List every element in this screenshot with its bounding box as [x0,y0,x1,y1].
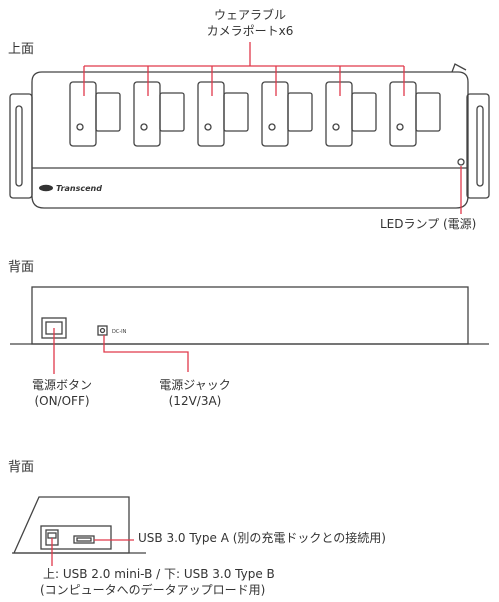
usb-b-port-inner [47,532,57,539]
top-view-device [9,63,490,209]
right-ear-slot [476,105,484,187]
camera-slot-4 [261,81,313,147]
camera-slot-1 [69,81,121,147]
back-body-outline [31,286,469,345]
side-view-title: 背面 [8,460,35,475]
usb-a-label: USB 3.0 Type A (別の充電ドックとの接続用) [138,531,386,545]
camera-ports-label-line1: ウェアラブル [213,8,286,22]
power-jack-label-line1: 電源ジャック [159,378,231,392]
camera-ports-label-line2: カメラポートx6 [206,24,294,38]
top-view-title: 上面 [8,42,35,57]
led-lamp-label: LEDランプ (電源) [380,217,477,231]
brand-logo-mark [39,184,53,192]
dc-in-text: DC-IN [112,329,127,335]
camera-slots [69,81,465,166]
side-body-outline [12,496,130,554]
side-view-device [12,496,146,554]
usb-port-block [40,525,112,550]
power-jack [97,325,108,336]
camera-slot-6 [389,81,441,147]
camera-slot-2 [133,81,185,147]
power-jack-callout [103,335,189,372]
back-view-device [10,286,489,345]
power-button-label-line1: 電源ボタン [31,378,92,392]
back-view-title: 背面 [8,260,35,275]
camera-slot-3 [197,81,249,147]
led-lamp [457,158,465,166]
usb-a-port-inner [76,537,92,542]
power-jack-hole [99,327,106,334]
usb-b-label-line1: 上: USB 2.0 mini-B / 下: USB 3.0 Type B [43,567,275,581]
brand-logo: Transcend [39,184,102,193]
dock-body-outline [31,71,469,209]
usb-b-label-line2: (コンピュータへのデータアップロード用) [40,583,266,597]
camera-ports-callout [83,42,405,96]
right-mounting-ear [466,93,490,199]
left-ear-slot [15,105,23,187]
rear-tab [451,63,467,73]
power-jack-label-line2: (12V/3A) [168,394,222,408]
brand-logo-text: Transcend [56,184,102,193]
left-mounting-ear [9,93,33,199]
camera-slot-5 [325,81,377,147]
power-button-label-line2: (ON/OFF) [34,394,90,408]
